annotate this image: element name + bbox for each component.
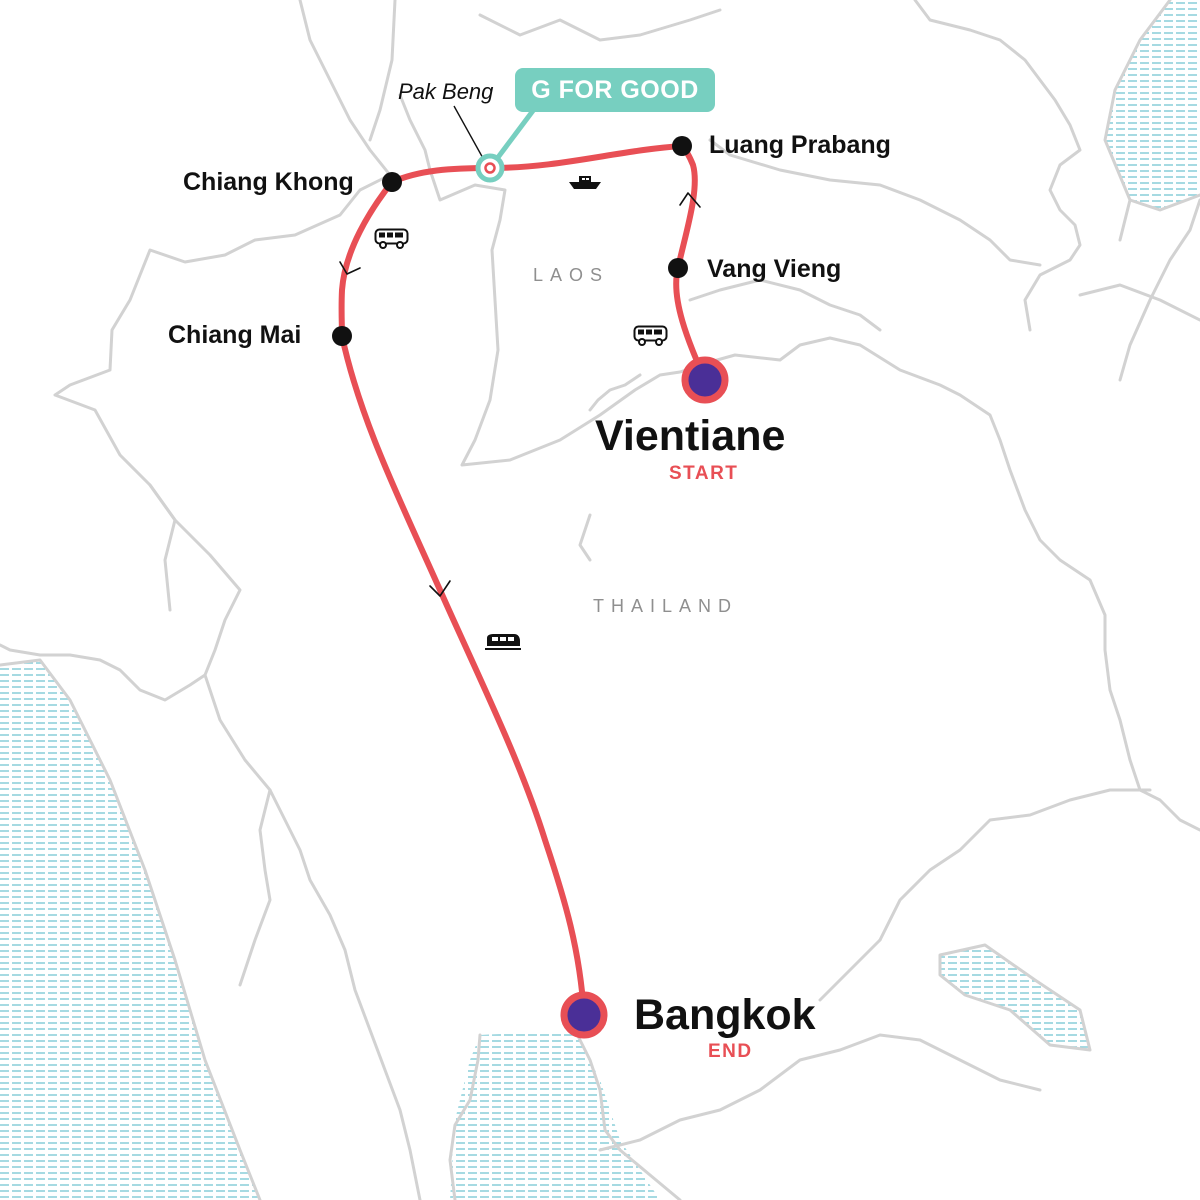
stop-label-chiang-mai: Chiang Mai: [168, 321, 302, 349]
stop-label-pak-beng: Pak Beng: [398, 79, 494, 104]
endpoint-markers: [560, 356, 729, 1039]
route-segment-vang-vieng-to-luang-prabang: [675, 143, 698, 271]
direction-arrows: [339, 192, 701, 597]
endpoint-label-vientiane: Vientiane: [595, 412, 786, 460]
stop-markers: [332, 136, 692, 346]
direction-arrow-icon: [339, 261, 361, 275]
route-segment-chiang-mai-to-bangkok: [339, 333, 587, 1018]
g-for-good-connector: [493, 105, 538, 163]
boat-icon: [569, 176, 601, 189]
stop-marker-vang-vieng: [668, 258, 688, 278]
stop-label-chiang-khong: Chiang Khong: [183, 168, 354, 196]
endpoint-tag-end: END: [708, 1041, 753, 1062]
train-icon: [485, 634, 521, 650]
tonle-sap-lake: [940, 945, 1090, 1050]
direction-arrow-icon: [679, 192, 701, 208]
g-for-good-badge: G FOR GOOD: [515, 68, 715, 112]
country-label-laos: LAOS: [533, 265, 610, 285]
direction-arrow-icon: [429, 580, 451, 597]
bus-icon: [633, 325, 668, 346]
endpoint-marker-vientiane: [681, 356, 729, 404]
country-label-thailand: THAILAND: [593, 596, 739, 616]
endpoint-tag-start: START: [669, 463, 739, 484]
stop-marker-chiang-mai: [332, 326, 352, 346]
stop-label-vang-vieng: Vang Vieng: [707, 255, 842, 283]
route-segment-luang-prabang-to-chiang-khong: [389, 143, 685, 185]
endpoint-marker-bangkok: [560, 991, 608, 1039]
pak-beng-leader-line: [453, 105, 485, 161]
gulf-of-thailand: [450, 1030, 660, 1200]
route: [338, 143, 708, 1018]
stop-marker-luang-prabang: [672, 136, 692, 156]
stop-marker-pak-beng-center: [484, 162, 496, 174]
route-segment-chiang-khong-to-chiang-mai: [338, 179, 395, 339]
stop-marker-chiang-khong: [382, 172, 402, 192]
gulf-of-tonkin: [1105, 0, 1200, 210]
andaman-sea: [0, 660, 260, 1200]
stop-label-luang-prabang: Luang Prabang: [709, 131, 891, 159]
bus-icon: [374, 228, 409, 249]
endpoint-label-bangkok: Bangkok: [634, 991, 816, 1039]
